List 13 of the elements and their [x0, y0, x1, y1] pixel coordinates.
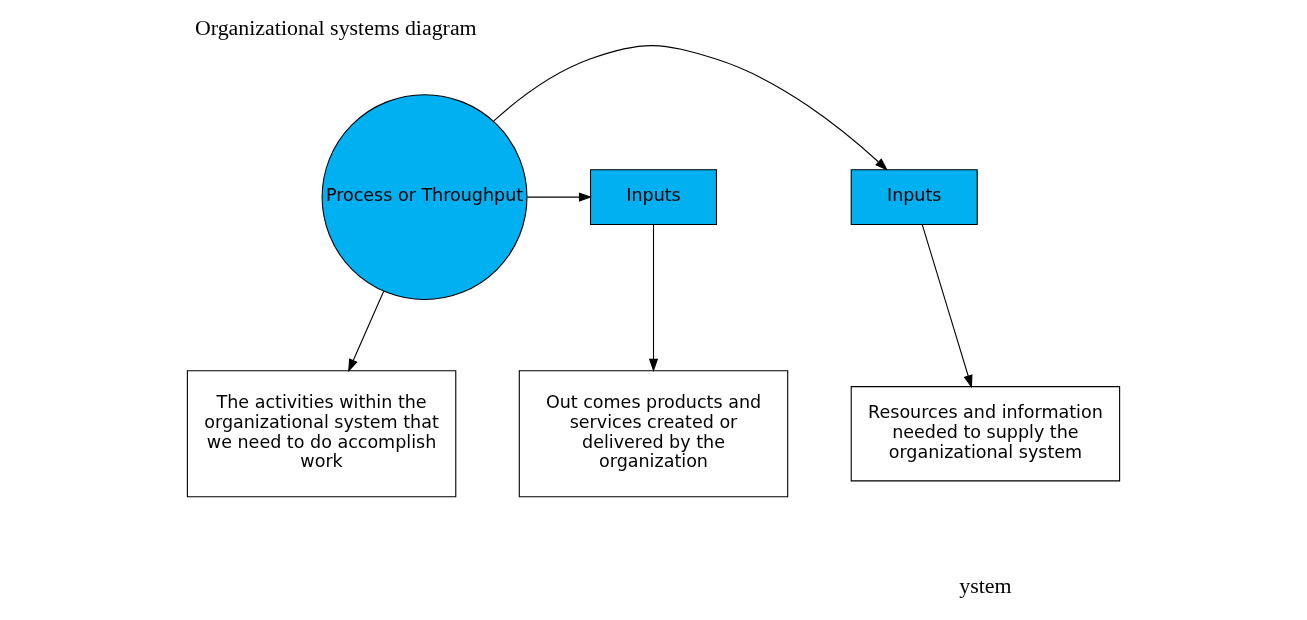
diagram-title: Organizational systems diagram [194, 14, 477, 40]
arrow [921, 224, 973, 389]
node-box: The activities within the organizational system that we need to do accomplish work [186, 370, 457, 498]
node-circle: Process or Throughput [321, 94, 528, 301]
arrow [493, 45, 888, 171]
node-box: Inputs [850, 169, 978, 226]
node-box: Out comes products and services created or delivered by the organization [518, 370, 789, 498]
node-box: Inputs [589, 169, 718, 226]
arrow [648, 224, 659, 372]
label: ystem [959, 573, 1012, 599]
arrow [348, 290, 385, 373]
arrow [526, 192, 593, 202]
node-box: Resources and information needed to supply the organizational system [850, 386, 1121, 482]
